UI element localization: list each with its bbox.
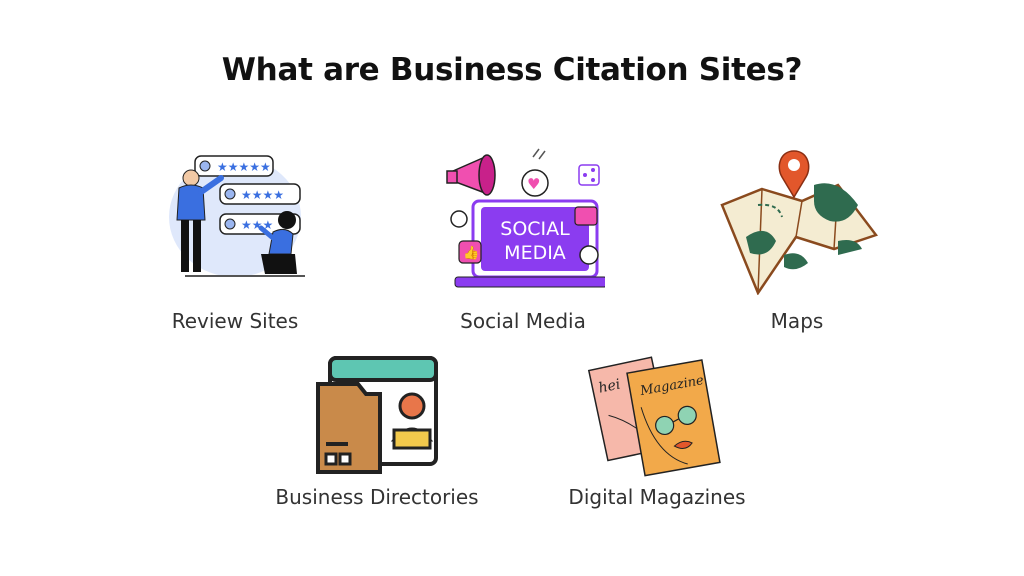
label-business-directories: Business Directories	[275, 485, 479, 509]
directory-folder-illustration	[316, 356, 438, 474]
svg-text:★★★★: ★★★★	[241, 188, 284, 202]
label-maps: Maps	[770, 309, 824, 333]
social-media-illustration: ♥ SOCIAL MEDIA 👍	[446, 148, 605, 288]
map-pin-illustration	[720, 150, 878, 295]
svg-text:👍: 👍	[463, 245, 479, 261]
label-digital-magazines: Digital Magazines	[568, 485, 746, 509]
svg-text:hei: hei	[597, 376, 622, 396]
megaphone-icon	[446, 154, 496, 196]
label-social-media: Social Media	[460, 309, 586, 333]
screen-text-line2: MEDIA	[504, 242, 566, 264]
screen-text-line1: SOCIAL	[500, 218, 570, 240]
label-review-sites: Review Sites	[171, 309, 299, 333]
review-sites-illustration: ★★★★★ ★★★★ ★★★	[169, 155, 305, 277]
page-title: What are Business Citation Sites?	[221, 52, 803, 88]
svg-text:★★★: ★★★	[241, 218, 273, 232]
svg-text:♥: ♥	[527, 175, 540, 193]
svg-text:★★★★★: ★★★★★	[217, 160, 271, 174]
location-pin-icon	[778, 150, 810, 199]
magazines-illustration: hei Magazine	[587, 356, 721, 477]
